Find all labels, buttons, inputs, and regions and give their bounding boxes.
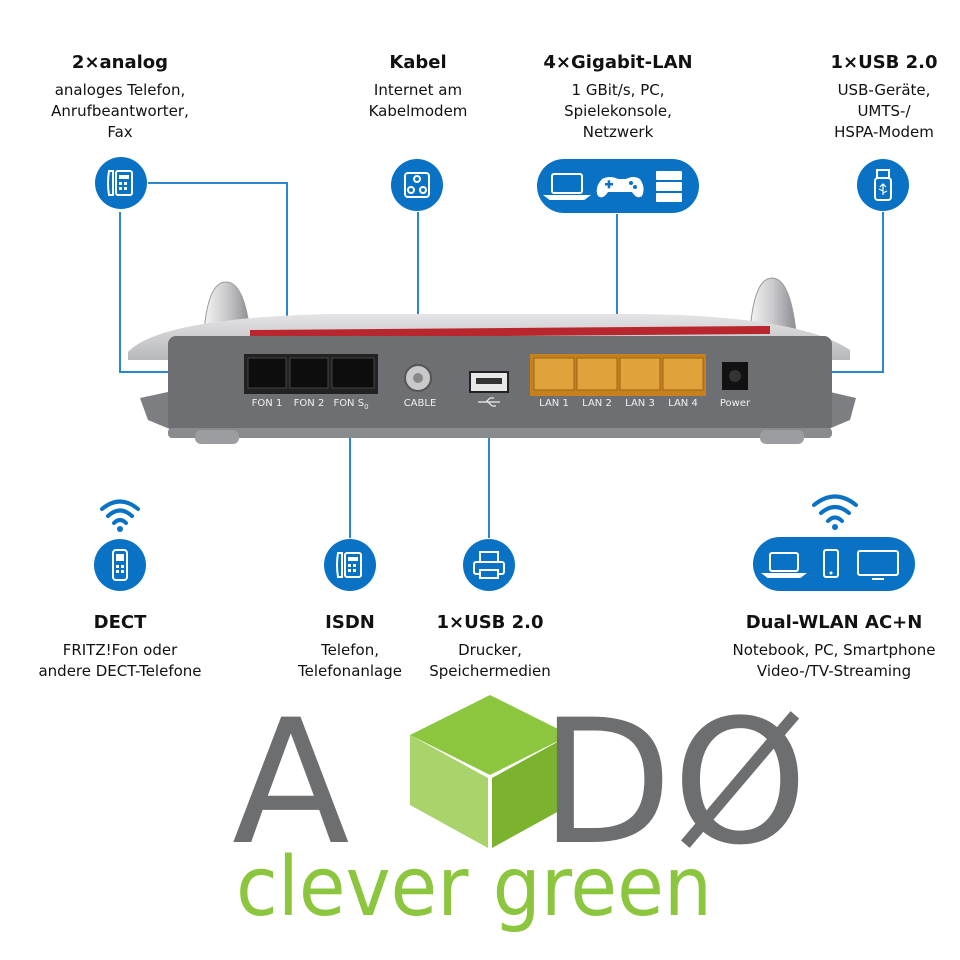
port-lan3 [619, 357, 661, 391]
isdn-desc: Telefon, Telefonanlage [297, 641, 402, 680]
isdn-title: ISDN [325, 612, 375, 633]
dect-phone-icon [94, 539, 146, 591]
router-base-left [140, 392, 172, 430]
lan-desc: 1 GBit/s, PC, Spielekonsole, Netzwerk [564, 81, 672, 141]
right-antenna [749, 277, 797, 333]
label-fon2: FON 2 [294, 398, 325, 409]
logo-tagline: clever green [236, 840, 712, 935]
kabel-title: Kabel [389, 52, 447, 73]
usb-top-desc: USB-Geräte, UMTS-/ HSPA-Modem [834, 81, 934, 141]
isdn-phone-icon [324, 539, 376, 591]
logo-cube [410, 695, 570, 848]
wlan-devices-icon [753, 537, 915, 591]
line-analog-left [119, 212, 172, 373]
port-fon2 [289, 357, 329, 389]
router-base-right [826, 392, 856, 430]
red-stripe [250, 326, 770, 338]
port-fon1 [247, 357, 287, 389]
wlan-title: Dual-WLAN AC+N [745, 612, 923, 633]
port-lan4 [662, 357, 704, 391]
dect-wifi-icon [100, 499, 140, 532]
logo-letters-do: DØ [540, 682, 808, 883]
usb-stick-icon [857, 159, 909, 211]
kabel-desc: Internet am Kabelmodem [368, 81, 468, 120]
phone-icon [95, 157, 147, 209]
line-analog-fon [148, 182, 288, 372]
cable-socket-icon [391, 159, 443, 211]
label-lan2: LAN 2 [582, 398, 612, 409]
usb-bottom-title: 1×USB 2.0 [436, 612, 544, 633]
lan-devices-icon [537, 159, 699, 213]
analog-title: 2×analog [71, 52, 169, 73]
label-lan1: LAN 1 [539, 398, 569, 409]
line-usb-top [832, 212, 884, 373]
dect-desc: FRITZ!Fon oder andere DECT-Telefone [38, 641, 202, 680]
analog-desc: analoges Telefon, Anrufbeantworter, Fax [51, 81, 189, 141]
label-power: Power [720, 398, 751, 409]
port-lan1 [533, 357, 575, 391]
dect-title: DECT [93, 612, 147, 633]
logo-letter-a: A [232, 682, 350, 883]
usb-bottom-desc: Drucker, Speichermedien [429, 641, 551, 680]
smartphone-icon [823, 549, 839, 578]
label-lan3: LAN 3 [625, 398, 655, 409]
label-fons0: FON S0 [333, 398, 368, 411]
router-foot-right [760, 430, 804, 444]
router-foot-left [195, 430, 239, 444]
notebook-icon [761, 552, 807, 578]
laptop-icon [543, 173, 591, 200]
printer-icon [463, 539, 515, 591]
gamepad-icon [596, 177, 644, 198]
port-lan2 [576, 357, 618, 391]
label-cable: CABLE [404, 398, 437, 409]
label-lan4: LAN 4 [668, 398, 698, 409]
lan-title: 4×Gigabit-LAN [543, 52, 693, 73]
usb-symbol-icon [478, 397, 500, 407]
server-icon [656, 171, 682, 202]
wlan-desc: Notebook, PC, Smartphone Video-/TV-Strea… [732, 641, 936, 680]
wlan-wifi-icon [812, 494, 858, 530]
port-fons0 [331, 357, 375, 389]
usb-top-title: 1×USB 2.0 [830, 52, 938, 73]
label-fon1: FON 1 [252, 398, 283, 409]
tv-icon [857, 550, 899, 580]
